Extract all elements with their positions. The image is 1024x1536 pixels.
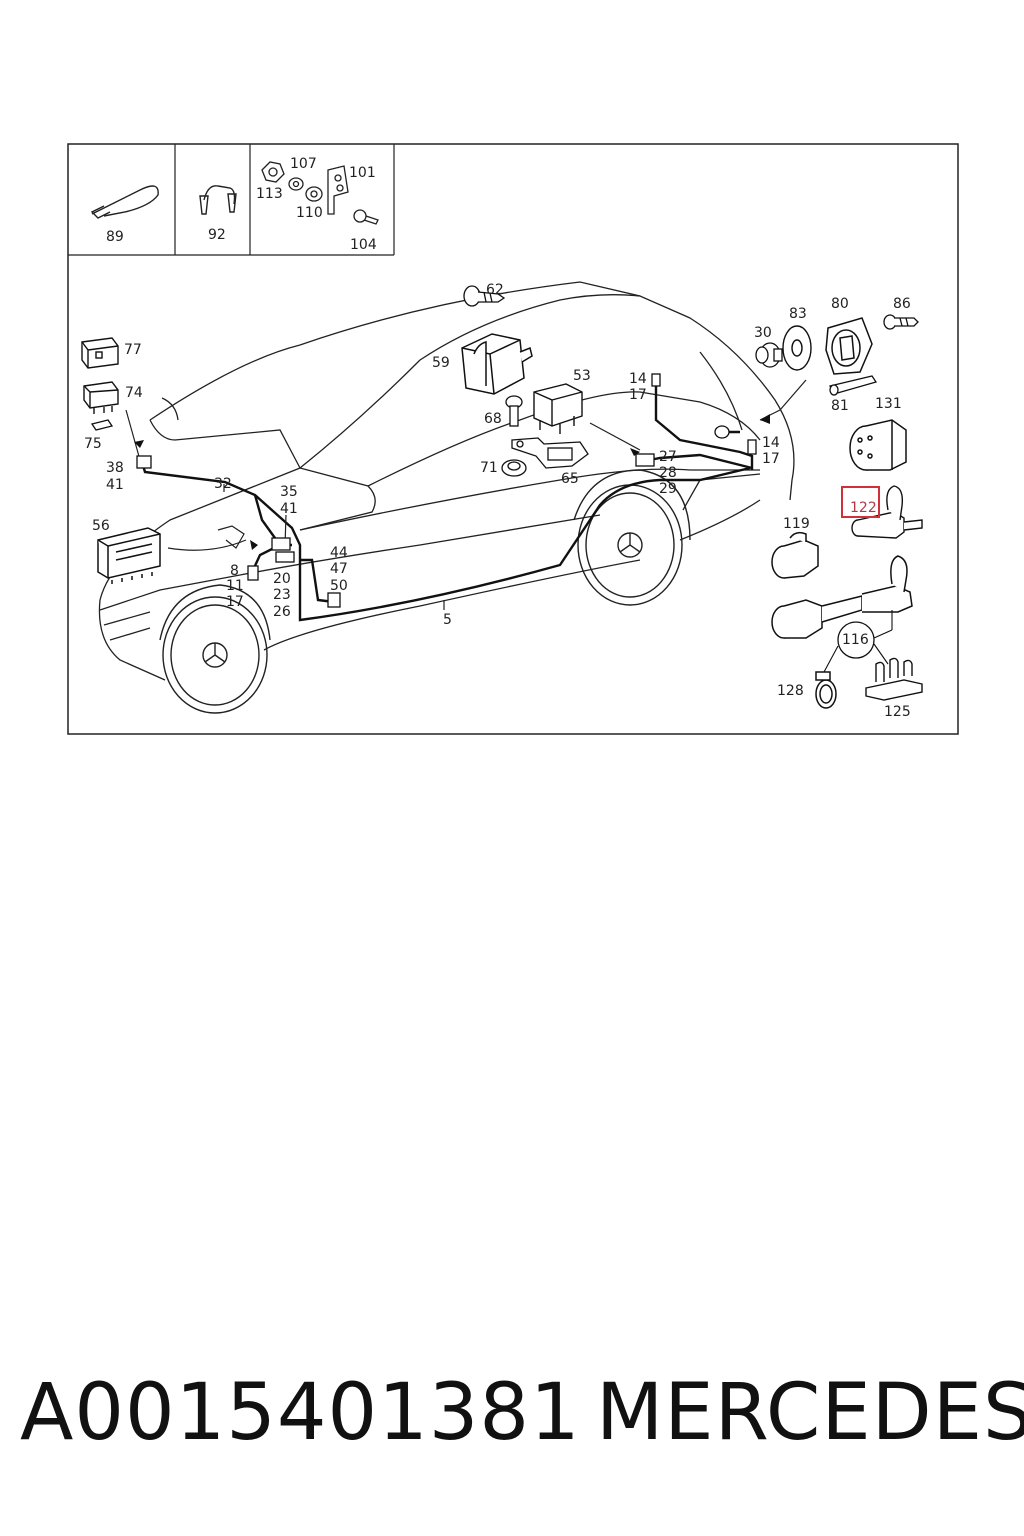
callout-125: 125	[884, 704, 911, 720]
callout-56: 56	[92, 518, 110, 534]
part-number: A0015401381	[20, 1368, 581, 1458]
control-module-56-icon	[97, 527, 161, 584]
relay-53-icon	[533, 383, 583, 434]
callout-104: 104	[350, 237, 377, 253]
lamp-socket-30-icon	[755, 342, 783, 368]
screw-86-icon	[883, 314, 919, 330]
socket-119-icon	[771, 531, 819, 579]
fastener-set-icon	[261, 161, 379, 225]
relay-77-icon	[81, 337, 119, 369]
pin-81-icon	[829, 375, 878, 396]
callout-81: 81	[831, 398, 849, 414]
callout-62: 62	[486, 282, 504, 298]
callout-17a: 17	[226, 594, 244, 610]
callout-27: 27	[659, 449, 677, 465]
callout-41b: 41	[280, 501, 298, 517]
relay-housing-59-icon	[461, 333, 533, 395]
relay-74-icon	[83, 381, 119, 414]
thin-leader-lines	[125, 379, 807, 610]
bulb-75-icon	[90, 419, 114, 431]
callout-11: 11	[226, 578, 244, 594]
callout-77: 77	[124, 342, 142, 358]
callout-17b: 17	[629, 387, 647, 403]
part-caption: A0015401381 MERCEDES	[0, 1368, 1024, 1478]
callout-119: 119	[783, 516, 810, 532]
front-wheel	[159, 584, 271, 714]
callout-110: 110	[296, 205, 323, 221]
callout-28: 28	[659, 465, 677, 481]
hose-clamp-128-icon	[815, 671, 837, 709]
callout-8: 8	[230, 563, 239, 579]
callout-71: 71	[480, 460, 498, 476]
callout-17c: 17	[762, 451, 780, 467]
callout-32: 32	[214, 476, 232, 492]
small-parts-panel	[68, 144, 395, 256]
callout-41a: 41	[106, 477, 124, 493]
callout-116: 116	[842, 632, 869, 648]
callout-23: 23	[273, 587, 291, 603]
harness-connectors	[136, 373, 757, 608]
highlight-box-122	[841, 486, 880, 518]
grommet-71-icon	[501, 459, 527, 477]
callout-68: 68	[484, 411, 502, 427]
callout-113: 113	[256, 186, 283, 202]
callout-38: 38	[106, 460, 124, 476]
callout-30: 30	[754, 325, 772, 341]
callout-44: 44	[330, 545, 348, 561]
gasket-83-icon	[782, 325, 812, 371]
bracket-65-icon	[511, 437, 589, 469]
callout-107: 107	[290, 156, 317, 172]
callout-47: 47	[330, 561, 348, 577]
callout-26: 26	[273, 604, 291, 620]
socket-housing-80-icon	[825, 317, 873, 375]
holder-125-icon	[865, 657, 923, 701]
brand-name: MERCEDES	[596, 1368, 1024, 1458]
callout-86: 86	[893, 296, 911, 312]
wiring-diagram: 89 92 107 113 101 110 104 62 59 53 68 71…	[67, 143, 959, 735]
callout-5: 5	[443, 612, 452, 628]
callout-74: 74	[125, 385, 143, 401]
diagram-frame	[67, 143, 959, 735]
callout-35: 35	[280, 484, 298, 500]
trailer-plug-131-icon	[849, 419, 907, 471]
callout-50: 50	[330, 578, 348, 594]
callout-80: 80	[831, 296, 849, 312]
callout-14b: 14	[762, 435, 780, 451]
callout-75: 75	[84, 436, 102, 452]
screw-62-icon	[463, 285, 506, 307]
callout-59: 59	[432, 355, 450, 371]
callout-labels: 89 92 107 113 101 110 104 62 59 53 68 71…	[84, 156, 911, 720]
callout-122: 122	[850, 500, 877, 516]
cable-assembly-116-icon	[771, 555, 913, 639]
callout-128: 128	[777, 683, 804, 699]
cable-tie-icon	[90, 185, 159, 219]
callout-53: 53	[573, 368, 591, 384]
callout-83: 83	[789, 306, 807, 322]
callout-65: 65	[561, 471, 579, 487]
callout-20: 20	[273, 571, 291, 587]
harness-arrows	[134, 414, 770, 550]
callout-116-leaders	[823, 610, 893, 673]
callout-circle-116	[837, 621, 875, 659]
callout-29: 29	[659, 481, 677, 497]
wire-clip-icon	[199, 185, 237, 215]
callout-14a: 14	[629, 371, 647, 387]
bolt-68-icon	[505, 395, 523, 427]
connector-122-icon	[851, 485, 923, 539]
callout-131: 131	[875, 396, 902, 412]
callout-89: 89	[106, 229, 124, 245]
callout-92: 92	[208, 227, 226, 243]
callout-101: 101	[349, 165, 376, 181]
car-body-outline	[98, 281, 795, 681]
